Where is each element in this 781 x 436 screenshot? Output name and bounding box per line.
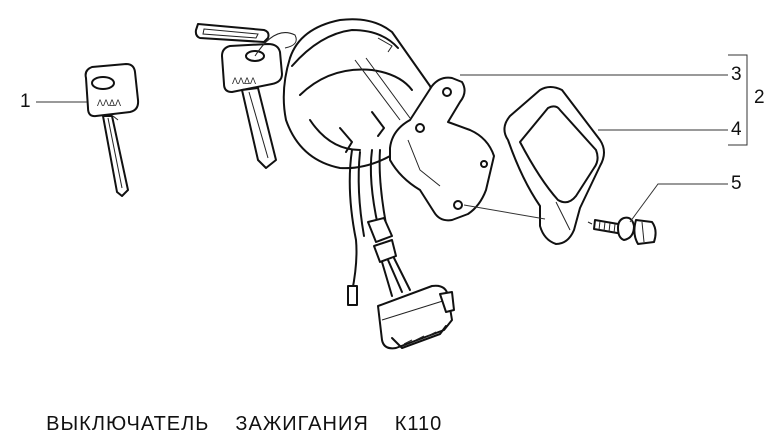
bracket-3-illustration bbox=[389, 76, 495, 222]
callout-3: 3 bbox=[731, 64, 742, 85]
key-on-ring-illustration: ΛΛΔΛ bbox=[221, 43, 283, 169]
ignition-switch-drawing: ΛΛΔΛ ΛΛΔΛ bbox=[36, 18, 748, 350]
svg-text:ΛΛΔΛ: ΛΛΔΛ bbox=[97, 98, 121, 108]
callout-5: 5 bbox=[731, 173, 742, 194]
callout-2: 2 bbox=[754, 87, 765, 108]
parts-diagram: ΛΛΔΛ ΛΛΔΛ bbox=[20, 18, 765, 435]
connector-plug-illustration bbox=[377, 284, 455, 350]
callout-1: 1 bbox=[20, 91, 31, 112]
diagram-caption: ВЫКЛЮЧАТЕЛЬ ЗАЖИГАНИЯ К110 bbox=[33, 390, 468, 436]
key-1-illustration: ΛΛΔΛ bbox=[84, 63, 140, 197]
wiring-harness-illustration bbox=[347, 149, 411, 306]
bolt-5-illustration bbox=[587, 216, 657, 245]
svg-text:ΛΛΔΛ: ΛΛΔΛ bbox=[232, 76, 256, 86]
group-bracket-line bbox=[728, 54, 748, 146]
clamp-4-illustration bbox=[503, 86, 605, 245]
caption-word-1: ВЫКЛЮЧАТЕЛЬ bbox=[46, 413, 210, 435]
caption-word-2: ЗАЖИГАНИЯ bbox=[235, 413, 369, 435]
key-tag-illustration bbox=[194, 23, 270, 43]
callout-4: 4 bbox=[731, 119, 742, 140]
caption-word-3: К110 bbox=[394, 413, 443, 435]
